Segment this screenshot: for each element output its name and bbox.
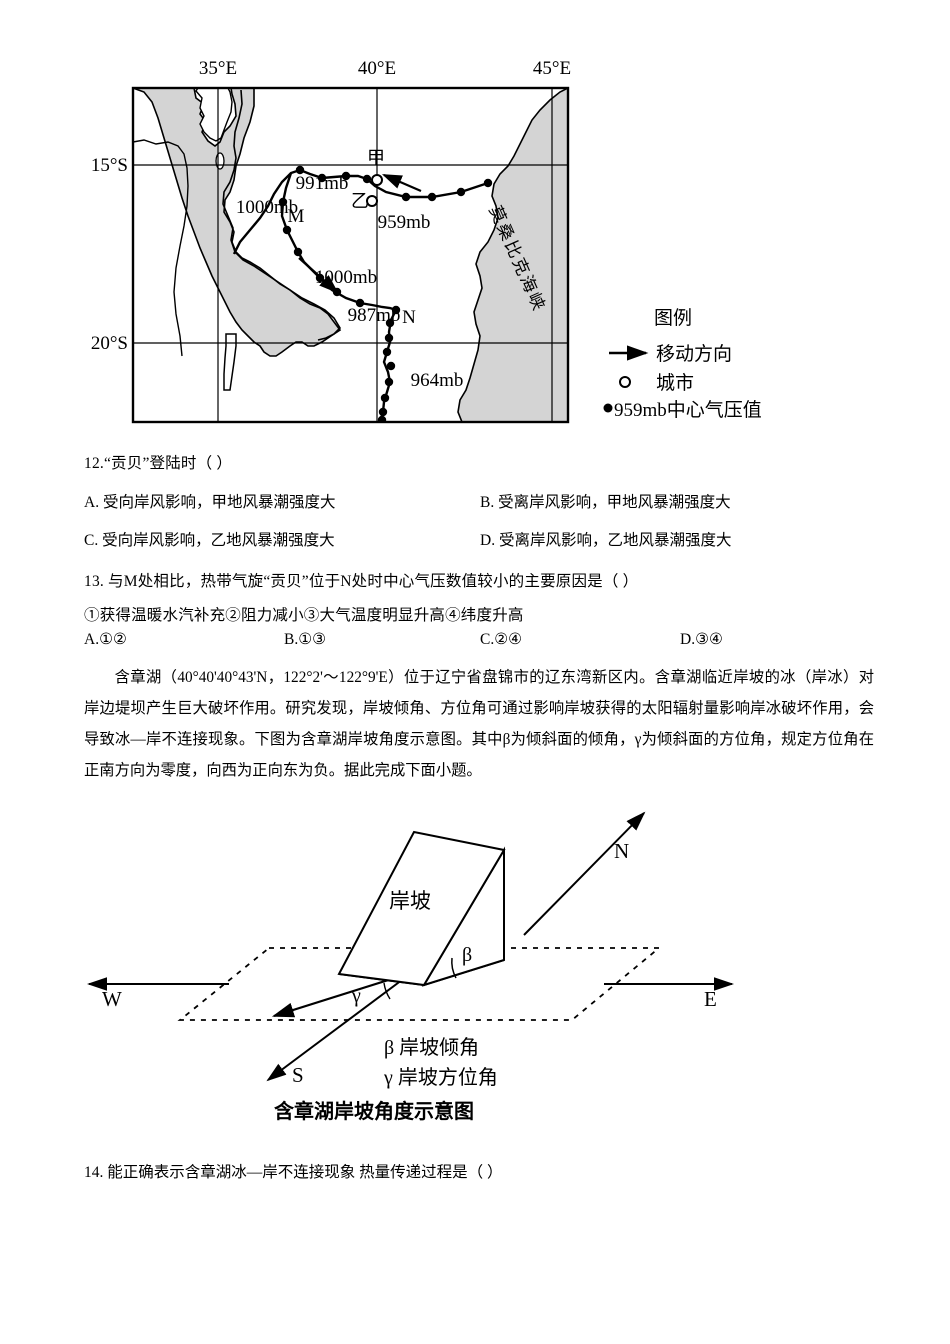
lon-label-35e: 35°E [199, 58, 237, 79]
question-13-option-d[interactable]: D.③④ [680, 631, 723, 648]
slope-angle-diagram-svg: W E N S γ 岸坡 β β 岸坡倾角 γ 岸 [87, 811, 734, 1123]
legend-pressure-label: 959mb中心气压值 [614, 399, 762, 421]
question-12-option-b[interactable]: B. 受离岸风影响，甲地风暴潮强度大 [480, 494, 731, 511]
label-959mb: 959mb [378, 212, 431, 233]
label-987mb: 987mb [348, 305, 401, 326]
label-point-m: M [288, 206, 305, 227]
gamma-angle-label: γ [351, 985, 361, 1007]
question-13-stem: 13. 与M处相比，热带气旋“贡贝”位于N处时中心气压数值较小的主要原因是（ ） [84, 573, 639, 590]
map-body: 991mb 1000mb 959mb 1000mb 987mb 964mb 甲 … [133, 88, 568, 422]
coast-bay-notch [223, 333, 237, 391]
compass-label-n: N [614, 839, 629, 863]
madagascar-landmass [457, 88, 568, 422]
question-12-option-a[interactable]: A. 受向岸风影响，甲地风暴潮强度大 [84, 494, 336, 511]
question-13-option-c[interactable]: C.②④ [480, 631, 523, 648]
beta-angle-arc [451, 957, 457, 979]
axis-south-arrow [266, 970, 415, 1082]
gamma-angle-arc [383, 982, 391, 1000]
slope-angle-diagram-figure: W E N S γ 岸坡 β β 岸坡倾角 γ 岸 [84, 808, 784, 1153]
slope-figure-caption: 含章湖岸坡角度示意图 [274, 1099, 474, 1123]
legend-filled-dot-icon [603, 403, 613, 413]
lat-label-15s: 15°S [91, 155, 128, 176]
city-jia-marker [371, 174, 383, 186]
lon-label-40e: 40°E [358, 58, 396, 79]
label-964mb: 964mb [411, 370, 464, 391]
lon-label-45e: 45°E [533, 58, 571, 79]
inland-border-line [133, 139, 189, 357]
cyclone-track-map-figure: 35°E 40°E 45°E 15°S 20°S [84, 46, 874, 436]
question-13-items: ①获得温暖水汽补充②阻力减小③大气温度明显升高④纬度升高 [84, 607, 524, 624]
slope-face-label: 岸坡 [389, 889, 431, 913]
map-legend: 图例 移动方向 城市 959mb中心气压值 [603, 307, 762, 421]
lat-label-20s: 20°S [91, 333, 128, 354]
label-point-yi: 乙 [351, 191, 369, 211]
slope-legend-line-2: γ 岸坡方位角 [383, 1066, 498, 1089]
compass-label-e: E [704, 987, 717, 1011]
label-1000mb-a: 1000mb [236, 197, 298, 218]
legend-arrow-label: 移动方向 [656, 343, 732, 365]
question-12-option-d[interactable]: D. 受离岸风影响，乙地风暴潮强度大 [480, 532, 732, 549]
map-frame [131, 86, 570, 424]
question-13-option-b[interactable]: B.①③ [284, 631, 327, 648]
passage-text: 含章湖（40°40'40°43'N，122°2'～122°9'E）位于辽宁省盘锦… [84, 669, 874, 779]
label-991mb: 991mb [296, 173, 349, 194]
city-yi-marker [366, 195, 378, 207]
legend-title: 图例 [654, 307, 692, 329]
legend-open-circle-icon [619, 376, 631, 388]
beta-angle-label: β [462, 944, 472, 966]
question-12-stem: 12.“贡贝”登陆时（ ） [84, 455, 233, 472]
movement-arrow-track [381, 173, 422, 193]
slope-face [337, 830, 506, 987]
compass-label-s: S [292, 1063, 304, 1087]
small-lake [215, 152, 225, 170]
slope-legend-line-1: β 岸坡倾角 [384, 1036, 479, 1059]
axis-north-arrow [523, 811, 646, 936]
cyclone-track-map-svg: 35°E 40°E 45°E 15°S 20°S [91, 58, 762, 424]
legend-city-label: 城市 [656, 372, 694, 394]
lake-shape [195, 88, 233, 142]
label-point-jia: 甲 [367, 148, 385, 168]
question-13-option-a[interactable]: A.①② [84, 631, 127, 648]
label-point-n: N [402, 307, 416, 328]
track-dots [278, 165, 493, 422]
compass-label-w: W [102, 987, 122, 1011]
label-1000mb-b: 1000mb [315, 267, 377, 288]
question-12-option-c[interactable]: C. 受向岸风影响，乙地风暴潮强度大 [84, 532, 335, 549]
question-14-stem: 14. 能正确表示含章湖冰—岸不连接现象 热量传递过程是（ ） [84, 1164, 503, 1181]
